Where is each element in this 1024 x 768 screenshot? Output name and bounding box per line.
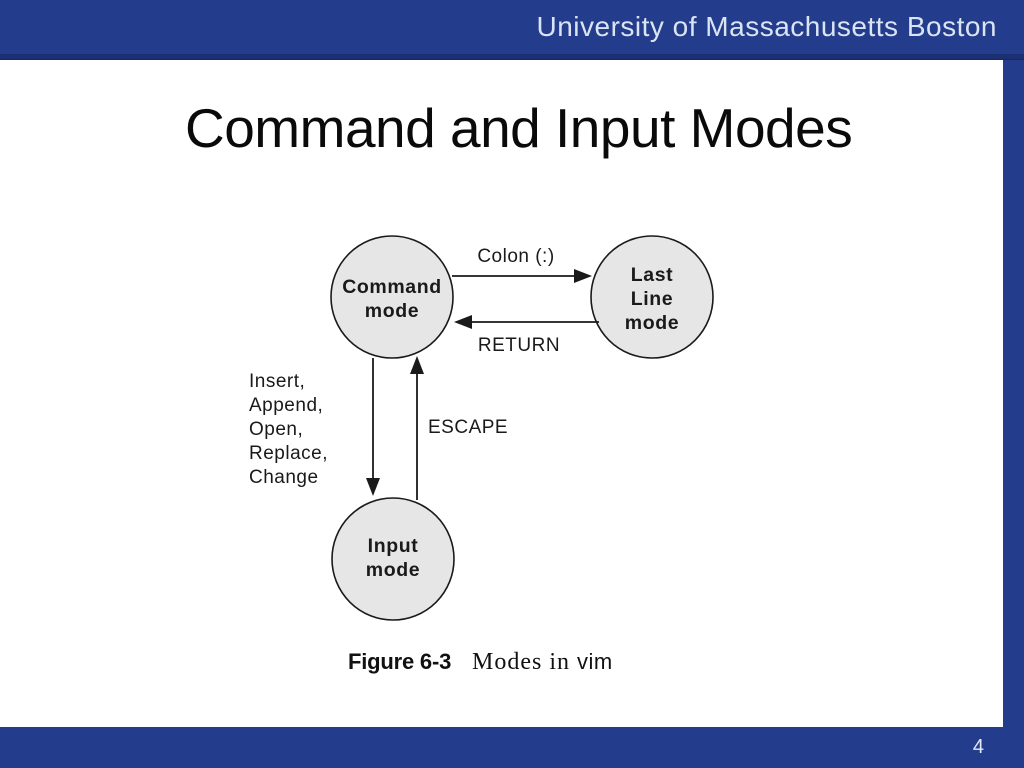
colon-arrow-head — [574, 269, 592, 283]
last-line-mode-label-line1: Last — [631, 264, 674, 286]
insert-commands-line: Open, — [249, 419, 303, 440]
insert-commands-line: Change — [249, 467, 319, 488]
input-mode-circle — [331, 497, 455, 621]
figure-caption-vim: vim — [577, 649, 613, 674]
last-line-mode-label-line3: mode — [625, 312, 679, 334]
colon-label: Colon (:) — [477, 246, 554, 267]
return-label: RETURN — [478, 335, 560, 356]
escape-arrow-head — [410, 356, 424, 374]
last-line-mode-circle — [590, 235, 714, 359]
input-mode-label-line2: mode — [366, 559, 420, 581]
command-mode-node: Command mode — [330, 235, 454, 359]
figure-caption-text: Modes in — [472, 649, 570, 675]
slide-title: Command and Input Modes — [185, 97, 853, 159]
command-mode-label-line2: mode — [365, 300, 419, 322]
figure-number-label: Figure 6-3 — [348, 649, 451, 674]
figure-caption: Figure 6-3 Modes in vim — [348, 649, 613, 675]
institution-name: University of Massachusetts Boston — [536, 10, 997, 42]
insert-commands-line: Append, — [249, 395, 323, 416]
page-number: 4 — [972, 736, 984, 758]
escape-label: ESCAPE — [428, 417, 508, 438]
input-mode-node: Input mode — [331, 497, 455, 621]
header-bar: University of Massachusetts Boston — [0, 0, 1024, 60]
colon-transition-arrow: Colon (:) — [452, 246, 592, 283]
command-mode-label-line1: Command — [342, 276, 442, 298]
right-border-strip — [1003, 0, 1024, 768]
return-arrow-head — [454, 315, 472, 329]
insert-arrow-head — [366, 478, 380, 496]
insert-commands-line: Replace, — [249, 443, 328, 464]
input-mode-label-line1: Input — [368, 535, 419, 557]
insert-commands-line: Insert, — [249, 371, 305, 392]
return-transition-arrow: RETURN — [454, 315, 599, 356]
command-mode-circle — [330, 235, 454, 359]
insert-transition-arrow: Insert, Append, Open, Replace, Change — [249, 358, 380, 496]
footer-bar: 4 — [0, 727, 1024, 768]
last-line-mode-label-line2: Line — [631, 288, 674, 310]
escape-transition-arrow: ESCAPE — [410, 356, 508, 500]
last-line-mode-node: Last Line mode — [590, 235, 714, 359]
